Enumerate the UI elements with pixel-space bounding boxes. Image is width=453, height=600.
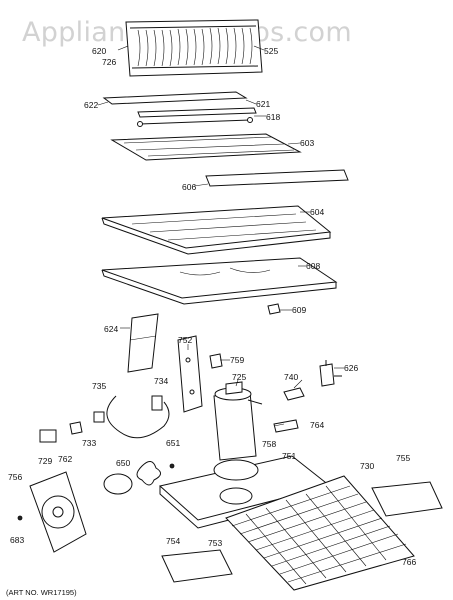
label-618: 618 <box>266 112 280 122</box>
label-606: 606 <box>182 182 196 192</box>
label-733: 733 <box>82 438 96 448</box>
clip-part <box>267 303 281 315</box>
fan-motor-part <box>213 381 263 461</box>
wire-harness-part <box>69 395 170 439</box>
label-754: 754 <box>166 536 180 546</box>
label-726: 726 <box>102 57 116 67</box>
label-729: 729 <box>38 456 52 466</box>
label-725: 725 <box>232 372 246 382</box>
label-759: 759 <box>230 355 244 365</box>
label-762: 762 <box>58 454 72 464</box>
label-609: 609 <box>292 305 306 315</box>
label-650: 650 <box>116 458 130 468</box>
art-number: (ART NO. WR17195) <box>6 588 77 597</box>
label-622: 622 <box>84 100 98 110</box>
label-621: 621 <box>256 99 270 109</box>
label-735: 735 <box>92 381 106 391</box>
condenser-motor-part <box>103 461 175 495</box>
label-624: 624 <box>104 324 118 334</box>
part-labels: 620 726 525 622 621 618 603 606 604 608 … <box>8 46 416 567</box>
fan-shroud-part <box>17 471 87 553</box>
air-duct-part <box>127 313 159 373</box>
label-730: 730 <box>360 461 374 471</box>
label-620: 620 <box>92 46 106 56</box>
label-766: 766 <box>402 557 416 567</box>
label-608: 608 <box>306 261 320 271</box>
relay-part <box>283 360 342 401</box>
label-756: 756 <box>8 472 22 482</box>
leader-lines <box>97 45 344 427</box>
bottom-pan-part <box>101 257 338 305</box>
condenser-coil-part <box>225 475 415 591</box>
wire-shelf-part <box>110 133 302 161</box>
mount-part <box>273 419 299 433</box>
shelf-strip-part <box>102 91 257 127</box>
label-651: 651 <box>166 438 180 448</box>
motor-bracket-part <box>177 335 223 413</box>
label-755: 755 <box>396 453 410 463</box>
label-603: 603 <box>300 138 314 148</box>
label-740: 740 <box>284 372 298 382</box>
label-751: 751 <box>282 451 296 461</box>
label-764: 764 <box>310 420 324 430</box>
cover-plate-part <box>371 481 443 517</box>
drip-pan-part <box>101 205 332 255</box>
connector-part <box>39 429 57 443</box>
label-683: 683 <box>10 535 24 545</box>
evaporator-coil-part <box>125 19 263 77</box>
shelf-trim-part <box>205 169 349 187</box>
label-758: 758 <box>262 439 276 449</box>
label-753: 753 <box>208 538 222 548</box>
label-604: 604 <box>310 207 324 217</box>
label-752: 752 <box>178 335 192 345</box>
base-plate-part <box>161 549 233 583</box>
label-734: 734 <box>154 376 168 386</box>
label-626: 626 <box>344 363 358 373</box>
label-525: 525 <box>264 46 278 56</box>
